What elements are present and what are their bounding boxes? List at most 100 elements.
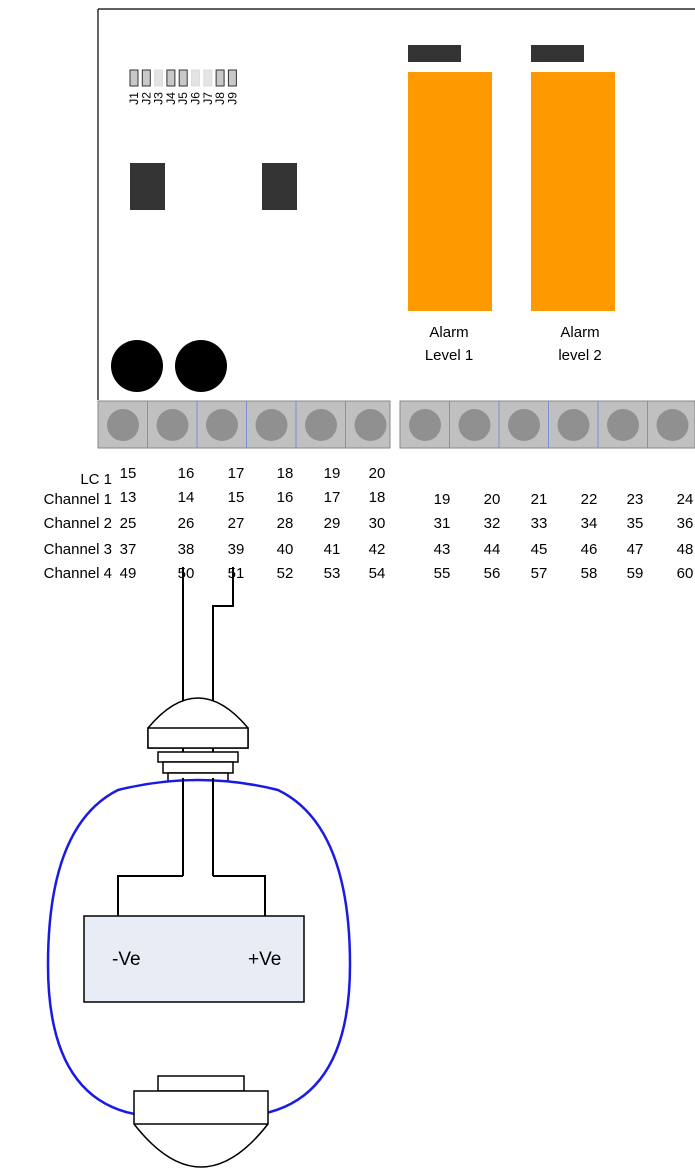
negative-terminal-label: -Ve — [112, 949, 141, 970]
terminal-number: 21 — [531, 491, 548, 508]
row-label: Channel 3 — [44, 541, 112, 558]
sensor-terminal-box — [83, 915, 305, 1003]
terminal-number: 45 — [531, 541, 548, 558]
terminal-number: 58 — [581, 565, 598, 582]
terminal-number: 13 — [120, 489, 137, 506]
jumper-pin — [154, 69, 164, 87]
terminal-number: 16 — [178, 465, 195, 482]
control-board — [97, 8, 695, 400]
terminal-number: 38 — [178, 541, 195, 558]
terminal-number: 36 — [677, 515, 694, 532]
terminal-number: 19 — [324, 465, 341, 482]
terminal-number: 57 — [531, 565, 548, 582]
jumper-label: J9 — [225, 92, 239, 105]
positive-terminal-label: +Ve — [248, 949, 281, 970]
jumper-label: J6 — [189, 92, 203, 105]
terminal-number: 37 — [120, 541, 137, 558]
terminal-number: 20 — [484, 491, 501, 508]
terminal-screw — [458, 409, 491, 441]
cable-gland — [147, 697, 249, 782]
terminal-screw — [557, 409, 590, 441]
terminal-number: 26 — [178, 515, 195, 532]
alarm-1-label-line2: Level 1 — [425, 347, 473, 364]
terminal-number: 56 — [484, 565, 501, 582]
terminal-number: 51 — [228, 565, 245, 582]
terminal-number: 48 — [677, 541, 694, 558]
terminal-number: 19 — [434, 491, 451, 508]
terminal-screw — [107, 409, 139, 441]
alarm-2-label-line2: level 2 — [558, 347, 601, 364]
jumper-label: J1 — [127, 92, 141, 105]
terminal-number: 30 — [369, 515, 386, 532]
terminal-number: 31 — [434, 515, 451, 532]
mounting-hole-right — [175, 340, 227, 392]
jumper-pin — [141, 69, 151, 87]
row-label: Channel 1 — [44, 491, 112, 508]
relay-2 — [531, 45, 615, 311]
terminal-number: 52 — [277, 565, 294, 582]
terminal-screw — [409, 409, 441, 441]
terminal-number: 50 — [178, 565, 195, 582]
jumper-label: J4 — [164, 92, 178, 105]
jumper-pin — [129, 69, 139, 87]
terminal-number: 32 — [484, 515, 501, 532]
terminal-number: 16 — [277, 489, 294, 506]
terminal-number: 43 — [434, 541, 451, 558]
terminal-number: 18 — [369, 489, 386, 506]
mounting-hole-left — [111, 340, 163, 392]
terminal-screw — [255, 409, 288, 441]
terminal-number: 15 — [120, 465, 137, 482]
terminal-number: 40 — [277, 541, 294, 558]
terminal-number: 44 — [484, 541, 501, 558]
terminal-screw — [508, 409, 540, 441]
jumper-label: J8 — [213, 92, 227, 105]
jumper-pin — [227, 69, 237, 87]
relay-1 — [408, 45, 492, 311]
terminal-number: 17 — [324, 489, 341, 506]
terminal-number: 54 — [369, 565, 386, 582]
terminal-number: 25 — [120, 515, 137, 532]
sensor-dome — [133, 1075, 269, 1168]
alarm-1-label-line1: Alarm — [429, 324, 468, 341]
terminal-number: 47 — [627, 541, 644, 558]
terminal-number: 28 — [277, 515, 294, 532]
terminal-screw — [305, 409, 337, 441]
ic-chip-left — [130, 163, 165, 210]
jumper-label: J2 — [139, 92, 153, 105]
terminal-screw — [354, 409, 387, 441]
terminal-number: 15 — [228, 489, 245, 506]
terminal-number: 35 — [627, 515, 644, 532]
terminal-strip — [97, 400, 695, 449]
terminal-number: 39 — [228, 541, 245, 558]
terminal-number: 34 — [581, 515, 598, 532]
terminal-number: 20 — [369, 465, 386, 482]
terminal-number: 24 — [677, 491, 694, 508]
jumper-label: J7 — [201, 92, 215, 105]
terminal-number: 29 — [324, 515, 341, 532]
terminal-number: 49 — [120, 565, 137, 582]
terminal-number: 60 — [677, 565, 694, 582]
terminal-number: 23 — [627, 491, 644, 508]
terminal-number: 22 — [581, 491, 598, 508]
terminal-number: 46 — [581, 541, 598, 558]
ic-chip-right — [262, 163, 297, 210]
jumper-pin — [178, 69, 188, 87]
alarm-2-label-line1: Alarm — [560, 324, 599, 341]
jumper-pin — [203, 69, 213, 87]
terminal-number: 55 — [434, 565, 451, 582]
terminal-screw — [206, 409, 238, 441]
row-label: Channel 4 — [44, 565, 112, 582]
terminal-number: 42 — [369, 541, 386, 558]
jumper-pin — [215, 69, 225, 87]
terminal-screw — [156, 409, 189, 441]
jumper-label: J3 — [152, 92, 166, 105]
terminal-number: 53 — [324, 565, 341, 582]
terminal-number: 14 — [178, 489, 195, 506]
terminal-number: 59 — [627, 565, 644, 582]
jumper-pin — [191, 69, 200, 87]
terminal-number: 33 — [531, 515, 548, 532]
terminal-number: 18 — [277, 465, 294, 482]
